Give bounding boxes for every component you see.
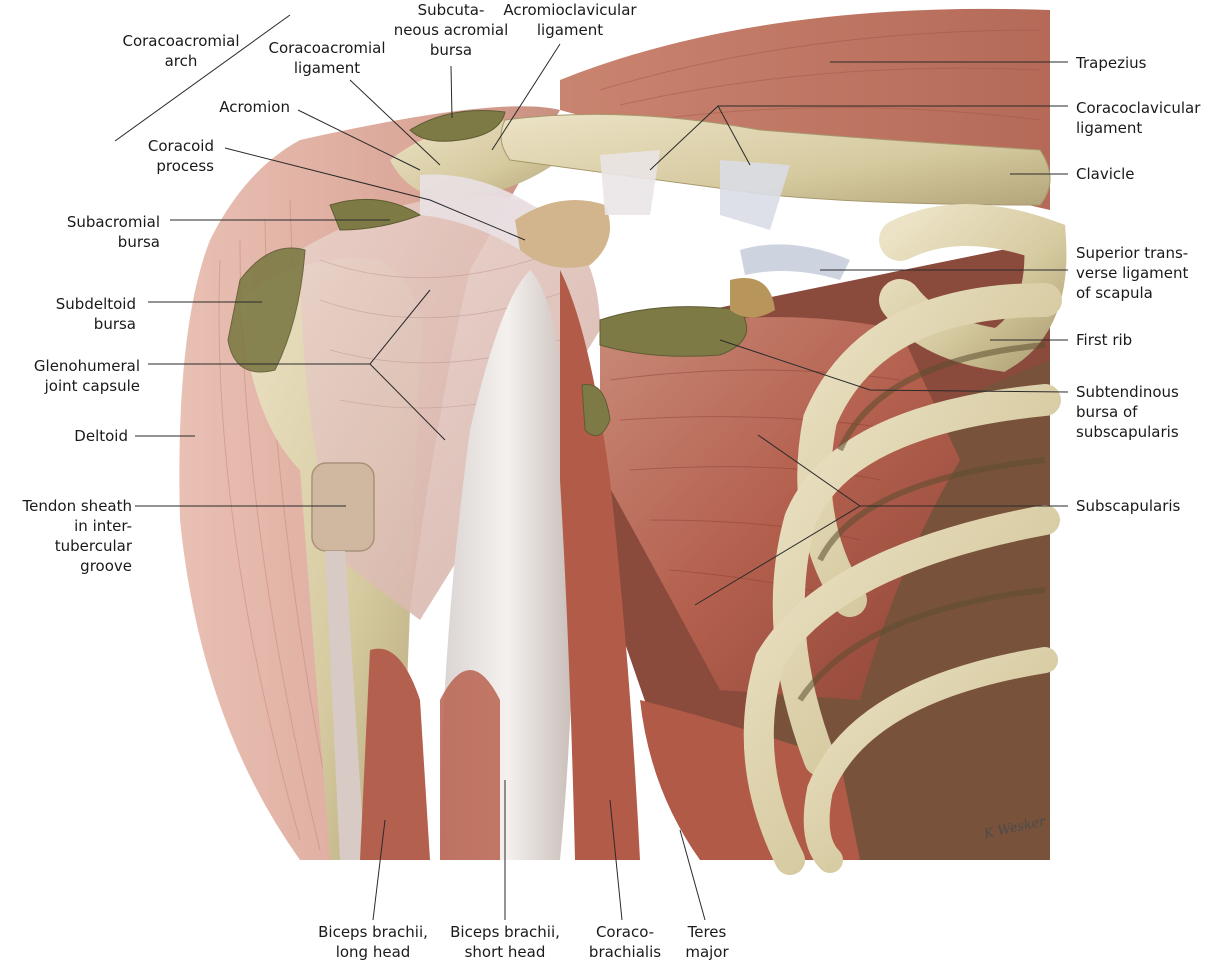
- coracoclavicular-ligament-2: [720, 160, 790, 230]
- scapular-notch: [730, 278, 775, 318]
- label-glenohumeral-joint-capsule: Glenohumeral joint capsule: [33, 357, 140, 395]
- subscapularis-muscle: [600, 317, 960, 700]
- label-subtendinous-bursa: Subtendinous bursa of subscapularis: [1076, 383, 1179, 441]
- rib-3: [772, 384, 1061, 776]
- superior-transverse-ligament: [740, 244, 850, 280]
- biceps-short-head-belly: [440, 670, 500, 860]
- rib-5: [803, 647, 1058, 873]
- label-biceps-short-head: Biceps brachii, short head: [450, 923, 560, 961]
- label-coracoacromial-arch: Coracoacromial arch: [122, 32, 240, 70]
- subacromial-bursa-shape: [329, 198, 422, 231]
- ribs: [743, 204, 1067, 875]
- label-acromioclavicular-ligament: Acromioclavicular ligament: [503, 1, 637, 39]
- label-tendon-sheath: Tendon sheath in inter- tubercular groov…: [22, 497, 132, 575]
- label-clavicle: Clavicle: [1076, 165, 1135, 183]
- clavicle-bone: [500, 113, 1051, 206]
- biceps-long-head-muscle: [360, 648, 430, 860]
- label-acromion: Acromion: [219, 98, 290, 116]
- label-coracoid-process: Coracoid process: [147, 137, 214, 175]
- rib-2: [797, 283, 1062, 617]
- label-subacromial-bursa: Subacromial bursa: [66, 213, 160, 251]
- coracoacromial-ligament: [420, 174, 540, 250]
- label-first-rib: First rib: [1076, 331, 1133, 349]
- label-coracoacromial-ligament: Coracoacromial ligament: [268, 39, 386, 77]
- rib-4: [743, 505, 1060, 875]
- label-biceps-long-head: Biceps brachii, long head: [318, 923, 428, 961]
- label-superior-transverse-ligament: Superior trans- verse ligament of scapul…: [1076, 244, 1189, 302]
- rib-shadows: [797, 342, 1046, 702]
- label-deltoid: Deltoid: [74, 427, 128, 445]
- label-subscapularis: Subscapularis: [1076, 497, 1181, 515]
- coracoclavicular-ligament: [600, 150, 660, 215]
- small-bursa: [581, 383, 611, 437]
- subtendinous-bursa-shape: [599, 306, 748, 357]
- biceps-long-head-tendon: [325, 551, 365, 860]
- coracoid-process-bone: [515, 200, 610, 268]
- label-teres-major: Teres major: [685, 923, 729, 961]
- label-coracoclavicular-ligament: Coracoclavicular ligament: [1076, 99, 1201, 137]
- leader-lines: [114, 14, 1069, 921]
- subdeltoid-bursa-shape: [227, 247, 306, 373]
- label-trapezius: Trapezius: [1076, 54, 1147, 72]
- label-subdeltoid-bursa: Subdeltoid bursa: [55, 295, 136, 333]
- tendon-sheath: [311, 462, 375, 552]
- label-subcutaneous-acromial-bursa: Subcuta- neous acromial bursa: [393, 1, 509, 59]
- coracobrachialis-muscle: [560, 270, 640, 860]
- bursae: [227, 110, 748, 437]
- label-coracobrachialis: Coraco- brachialis: [588, 923, 662, 961]
- subcutaneous-acromial-bursa: [409, 110, 506, 142]
